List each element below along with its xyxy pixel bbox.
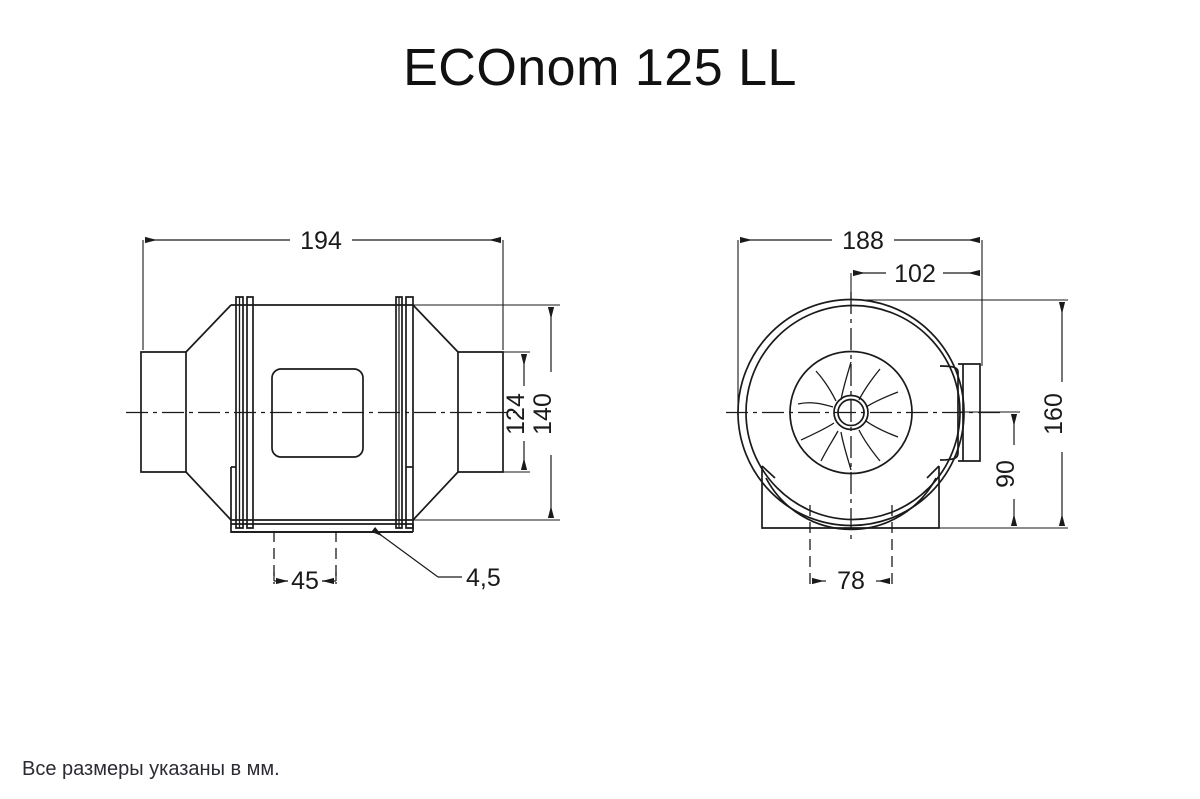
side-view-body — [231, 304, 413, 521]
side-view-right-taper — [412, 304, 459, 521]
side-dimension-124: 124 — [502, 351, 530, 473]
side-view-bottom-plate — [231, 523, 414, 533]
side-dimension-124-label: 124 — [502, 393, 530, 435]
front-view-impeller-blades — [797, 361, 899, 471]
units-note: Все размеры указаны в мм. — [22, 758, 280, 780]
side-dimension-194: 194 — [142, 227, 504, 350]
side-dimension-4-5: 4,5 — [371, 526, 501, 592]
front-dimension-188: 188 — [737, 227, 983, 415]
front-dimension-78: 78 — [809, 505, 893, 595]
front-dimension-160-label: 160 — [1040, 393, 1068, 435]
page-title: ECOnom 125 LL — [403, 39, 797, 97]
front-dimension-90-label: 90 — [992, 460, 1020, 488]
front-dimension-78-label: 78 — [837, 567, 865, 595]
side-view-left-rail — [230, 296, 413, 533]
side-dimension-4-5-label: 4,5 — [466, 564, 501, 592]
front-dimension-102: 102 — [850, 260, 980, 300]
side-dimension-45-label: 45 — [291, 567, 319, 595]
front-dimension-102-label: 102 — [894, 260, 936, 288]
front-dimension-90: 90 — [939, 411, 1020, 529]
front-view: 188 102 160 — [726, 227, 1068, 595]
side-view: 194 140 124 — [126, 227, 560, 595]
side-dimension-140-label: 140 — [529, 393, 557, 435]
side-dimension-140: 140 — [413, 304, 560, 521]
front-view-centerlines — [726, 292, 1000, 540]
side-view-left-taper — [185, 304, 232, 521]
side-dimension-45: 45 — [273, 531, 337, 595]
side-dimension-194-label: 194 — [300, 227, 342, 255]
front-dimension-188-label: 188 — [842, 227, 884, 255]
